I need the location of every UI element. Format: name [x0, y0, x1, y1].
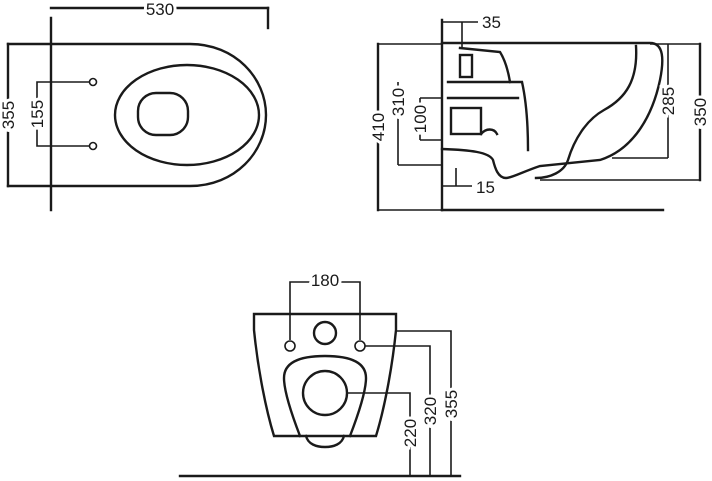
outlet-opening	[449, 106, 483, 136]
top-height-dimension-label: 355	[442, 390, 461, 418]
bolt-height-dimension-label: 320	[421, 397, 440, 425]
hole-spacing-dimension-label: 155	[28, 100, 47, 128]
front-view: 180 220 320 355	[178, 268, 464, 478]
bottom-offset-dimension-label: 15	[476, 178, 495, 197]
side-inner-curve	[534, 44, 638, 180]
bowl-rim	[113, 63, 261, 167]
outlet-pipe	[479, 128, 499, 136]
bolt-hole-right	[354, 340, 366, 352]
bolt-spacing-dimension-line	[289, 281, 361, 340]
outlet-height-dimension-label-front: 220	[401, 419, 420, 447]
inlet-opening	[458, 53, 474, 79]
height-dimension-label: 410	[369, 113, 388, 141]
inlet-channel	[458, 46, 512, 84]
side-body-outline	[440, 41, 664, 180]
bowl-opening	[136, 91, 190, 137]
bolt-spacing-dimension-label: 180	[311, 271, 339, 290]
front-body-outline	[252, 312, 398, 438]
front-foot	[304, 434, 346, 449]
mount-hole-top	[88, 77, 98, 87]
mount-hole-bottom	[88, 141, 98, 151]
outlet-diameter-dimension-label: 100	[411, 105, 430, 133]
total-height-dimension-label: 350	[691, 98, 710, 126]
outlet-channel	[446, 80, 530, 152]
front-bowl-inner	[282, 354, 368, 438]
width-dimension-label: 530	[146, 0, 174, 19]
side-view: 35 410 310 100 15 285 350	[366, 13, 712, 212]
outlet-height-dimension-label: 310	[389, 88, 408, 116]
front-outlet	[301, 369, 349, 417]
rear-offset-dimension-label: 35	[482, 13, 501, 32]
bolt-height-dimension-line	[365, 345, 431, 476]
top-view: 530 355 155	[0, 0, 270, 212]
rim-offset-dimension-label: 285	[659, 87, 678, 115]
hole-spacing-dimension-line	[36, 81, 90, 147]
depth-dimension-label: 355	[0, 101, 18, 129]
bowl-outline	[6, 42, 268, 188]
flush-inlet	[312, 320, 338, 346]
top-height-dimension-line	[396, 330, 452, 476]
outlet-height-dimension-line-front	[347, 392, 411, 476]
bolt-hole-left	[284, 340, 296, 352]
